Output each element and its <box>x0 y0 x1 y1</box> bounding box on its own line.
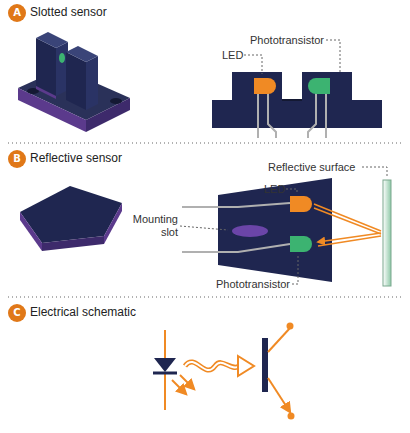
slotted-sensor-3d <box>86 56 98 110</box>
section-title: Electrical schematic <box>30 306 136 319</box>
badge-letter: A <box>13 8 21 18</box>
reflective-sensor-section <box>218 178 332 282</box>
phototransistor-symbol <box>262 323 295 420</box>
light-wave <box>238 356 254 376</box>
led-body <box>254 78 276 94</box>
slotted-sensor-section <box>308 92 326 138</box>
reflective-sensor-section <box>314 208 381 234</box>
slotted-sensor-3d <box>110 98 122 104</box>
led-body <box>290 196 312 212</box>
badge-letter: B <box>13 154 21 164</box>
badge-letter: C <box>13 308 20 318</box>
slotted-sensor-section <box>212 72 382 128</box>
slotted-sensor-3d <box>18 32 130 132</box>
light-wave <box>185 356 254 376</box>
part-label: LED <box>222 49 243 62</box>
slotted-sensor-3d <box>36 38 56 96</box>
leader-line <box>244 55 262 74</box>
phototransistor-symbol <box>288 413 295 420</box>
slotted-sensor-section <box>258 92 276 138</box>
part-label: Phototransistor <box>216 278 290 291</box>
led-symbol <box>154 358 176 372</box>
light-wave <box>185 362 240 370</box>
separator <box>8 142 402 144</box>
phototransistor-symbol <box>262 338 268 392</box>
slotted-sensor-3d <box>36 32 68 48</box>
part-label: Reflective surface <box>268 161 355 174</box>
phototransistor-symbol <box>268 378 290 412</box>
slotted-sensor-section <box>282 99 302 101</box>
leader-line <box>326 40 340 74</box>
reflective-sensor-section <box>318 236 381 246</box>
section-badge: C <box>8 304 26 322</box>
leader-line <box>292 256 298 284</box>
reflective-sensor-3d <box>20 186 122 251</box>
part-label: Phototransistor <box>250 34 324 47</box>
part-label: LED <box>264 183 285 196</box>
light-wave <box>185 362 240 370</box>
phototransistor-body <box>290 236 312 252</box>
slotted-sensor-3d <box>66 46 98 62</box>
leader-line <box>286 189 297 193</box>
section-title: Slotted sensor <box>30 6 107 19</box>
reflective-sensor-3d <box>20 212 42 251</box>
reflective-surface <box>383 180 391 286</box>
mounting-slot <box>232 225 268 237</box>
reflective-sensor-section <box>182 178 391 286</box>
separator <box>8 296 402 298</box>
section-badge: A <box>8 4 26 22</box>
phototransistor-symbol <box>268 328 290 352</box>
reflective-sensor-section <box>182 203 290 207</box>
led-symbol <box>153 372 177 375</box>
phototransistor-symbol <box>287 323 294 330</box>
separator <box>8 143 402 297</box>
phototransistor-body <box>308 78 330 94</box>
slotted-sensor-3d <box>36 86 56 99</box>
leader-line <box>362 167 387 177</box>
led-symbol <box>172 380 186 394</box>
slotted-sensor-section <box>212 72 382 138</box>
leader-line <box>180 167 387 284</box>
part-label: Mounting slot <box>126 213 178 239</box>
section-title: Reflective sensor <box>30 152 122 165</box>
reflective-sensor-3d <box>42 236 104 251</box>
leader-line <box>180 226 228 230</box>
led-symbol <box>153 330 194 410</box>
slotted-sensor-3d <box>66 52 86 110</box>
slotted-sensor-3d <box>59 53 65 63</box>
reflective-sensor-3d <box>104 203 122 244</box>
led-symbol <box>180 375 194 389</box>
reflective-sensor-section <box>314 204 381 231</box>
section-badge: B <box>8 150 26 168</box>
reflective-sensor-section <box>182 244 290 252</box>
